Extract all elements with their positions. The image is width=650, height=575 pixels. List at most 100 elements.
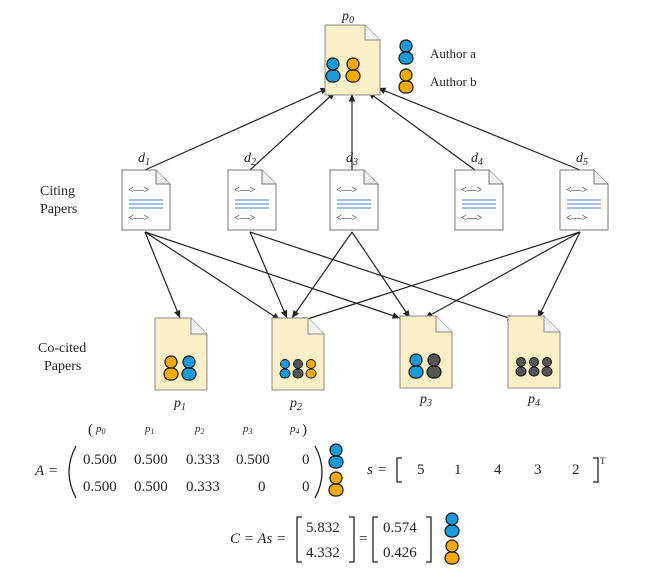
arrow-d1-p2 (144, 231, 281, 321)
result-normalized-value: 0.574 (383, 520, 417, 536)
author-b-icon (163, 355, 179, 381)
cocited-label-p1: p1 (173, 396, 186, 413)
citing-paper-d5: <—> <—> (559, 169, 609, 231)
svg-text:<—>: <—> (128, 213, 150, 224)
svg-text:<—>: <—> (461, 185, 483, 196)
vector-s-value: 3 (534, 462, 542, 478)
result-norm-right-bracket (426, 516, 432, 563)
citing-label-d4: d4 (471, 151, 483, 168)
svg-text:<—>: <—> (461, 213, 483, 224)
author-b-icon (345, 57, 361, 83)
svg-text:<—>: <—> (336, 185, 358, 196)
row-author-a-icon (328, 443, 344, 469)
citation-arrows-to-cocited (144, 231, 581, 323)
paper-fold (364, 25, 380, 41)
arrow-d5-p3 (424, 231, 581, 319)
vector-s-value: 4 (494, 462, 502, 478)
svg-text:<—>: <—> (336, 213, 358, 224)
arrow-d1-p1 (144, 231, 181, 319)
matrix-a-header-p3: p3 (242, 423, 253, 436)
arrow-d5-p0 (377, 87, 581, 171)
root-paper-label: p0 (341, 9, 354, 26)
matrix-a-right-paren (314, 445, 323, 499)
vector-s-left-bracket (396, 457, 402, 483)
matrix-a-cell: 0.500 (83, 479, 117, 495)
citing-paper-d1: <—> <—> (121, 169, 171, 231)
result-norm-left-bracket (372, 516, 378, 563)
other-author-icon (541, 357, 553, 377)
result-normalized-value: 0.426 (383, 545, 417, 561)
result-lhs: C = As = (230, 531, 286, 547)
row-author-b-icon (328, 471, 344, 497)
arrow-d5-p4 (537, 231, 581, 319)
vector-s: s = 5 1 4 3 2 T (367, 456, 606, 483)
svg-text:<—>: <—> (234, 213, 256, 224)
matrix-a-cell: 0 (302, 452, 310, 468)
other-author-icon (292, 359, 304, 379)
arrow-d1-p0 (144, 87, 329, 171)
result-author-b-icon (444, 539, 460, 565)
matrix-a: ( p0 p1 p2 p3 p4 ) A = 0.500 0.500 0.333… (34, 422, 344, 499)
matrix-a-header-p0: p0 (95, 423, 106, 436)
matrix-a-cell: 0 (302, 479, 310, 495)
citing-paper-d4: <—> <—> (454, 169, 504, 231)
vector-s-right-bracket (593, 457, 599, 483)
matrix-a-header-close: ) (302, 422, 307, 438)
arrow-d2-p4 (249, 231, 516, 321)
cocited-paper-p1 (154, 317, 208, 391)
matrix-a-header-p4: p4 (289, 423, 300, 436)
vector-s-name: s (367, 462, 373, 478)
citing-paper-d3: <—> <—> (329, 169, 379, 231)
arrow-d2-p2 (249, 231, 288, 319)
cocited-paper-p2 (271, 317, 325, 391)
legend-author-a-label: Author a (430, 46, 476, 61)
svg-text:<—>: <—> (234, 185, 256, 196)
citing-label-d5: d5 (576, 151, 588, 168)
author-b-icon (305, 359, 317, 379)
matrix-a-left-paren (68, 445, 77, 499)
result-raw-left-bracket (296, 516, 302, 563)
legend-author-b-icon (398, 68, 414, 94)
matrix-a-cell: 0.500 (134, 452, 168, 468)
svg-text:<—>: <—> (128, 185, 150, 196)
svg-text:<—>: <—> (566, 185, 588, 196)
vector-s-value: 5 (417, 462, 425, 478)
matrix-a-header-p1: p1 (144, 423, 155, 436)
vector-s-transpose: T (600, 456, 606, 466)
cocited-label-p4: p4 (527, 392, 540, 409)
cocited-label-p2: p2 (289, 396, 302, 413)
matrix-a-name: A (34, 463, 45, 479)
legend-author-b-label: Author b (430, 74, 477, 89)
other-author-icon (528, 357, 540, 377)
matrix-a-equals: = (49, 463, 57, 479)
legend: Author a Author b (398, 39, 477, 94)
other-author-icon (515, 357, 527, 377)
arrow-d3-p2 (291, 231, 353, 319)
result-author-a-icon (444, 512, 460, 538)
result-equals: = (359, 531, 367, 547)
matrix-a-cell: 0.333 (186, 452, 220, 468)
citing-label-d1: d1 (138, 151, 150, 168)
matrix-a-cell: 0 (258, 479, 266, 495)
cocited-label-p3: p3 (419, 392, 432, 409)
arrow-d4-p0 (367, 91, 476, 171)
svg-text:<—>: <—> (566, 213, 588, 224)
legend-author-a-icon (398, 39, 414, 65)
other-author-icon (426, 353, 442, 379)
result-raw-value: 4.332 (306, 545, 340, 561)
matrix-a-cell: 0.500 (83, 452, 117, 468)
citation-arrows-to-root (144, 87, 581, 171)
arrow-d5-p2 (297, 231, 581, 323)
arrow-d3-p3 (351, 231, 411, 319)
matrix-a-header-open: ( (88, 422, 93, 438)
author-a-icon (325, 57, 341, 83)
citing-papers: <—><—>d1<—><—>d2<—><—>d3<—><—>d4<—><—>d5 (121, 151, 609, 231)
matrix-a-cell: 0.500 (134, 479, 168, 495)
author-a-icon (279, 359, 291, 379)
arrow-d1-p3 (144, 231, 401, 319)
vector-s-value: 1 (454, 462, 462, 478)
vector-s-value: 2 (572, 462, 580, 478)
